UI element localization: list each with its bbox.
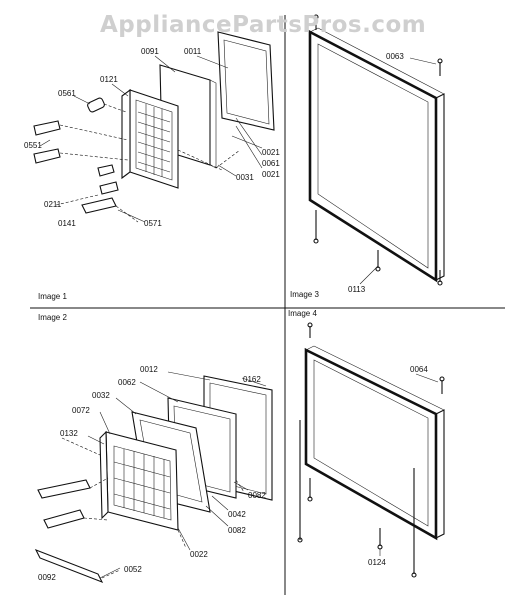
image1-labels: 0091 0011 0121 0561 0551 0211 0141 0571 … (24, 47, 280, 301)
label-p1-10: 0061 (262, 159, 280, 168)
label-p1-4: 0551 (24, 141, 42, 150)
rods-and-screws-0064 (297, 322, 445, 578)
image3-drawing (308, 14, 445, 286)
label-p1-5: 0211 (44, 200, 62, 209)
leaders-1 (39, 55, 263, 223)
frame-0113-edge (435, 93, 445, 281)
label-p2-11: 0052 (124, 565, 142, 574)
assembly-guides-2 (61, 437, 245, 579)
label-p1-8: 0031 (236, 173, 254, 182)
label-p3-0: 0063 (386, 52, 404, 61)
rail-0092 (34, 548, 104, 584)
frame-0113-inner (317, 43, 429, 269)
label-p1-0: 0091 (141, 47, 159, 56)
panel-title-image1: Image 1 (38, 292, 67, 301)
label-p2-6: 0082 (248, 491, 266, 500)
label-p2-7: 0042 (228, 510, 246, 519)
image1-drawing (33, 31, 275, 223)
screws-0063 (313, 14, 443, 286)
assembly-guides-1 (55, 103, 241, 223)
frame-0124-inner (313, 359, 429, 527)
door-0121-panel (135, 99, 173, 181)
leaders-2 (87, 371, 267, 579)
image2-labels: 0012 0162 0062 0032 0072 0132 0082 0042 … (38, 313, 266, 582)
image4-labels: 0064 0124 Image 4 (288, 309, 428, 567)
label-p2-3: 0032 (92, 391, 110, 400)
label-p1-6: 0141 (58, 219, 76, 228)
label-p2-9: 0022 (190, 550, 208, 559)
part-0141 (81, 197, 117, 214)
door-0072-shelves (113, 445, 172, 521)
label-p2-4: 0072 (72, 406, 90, 415)
label-p2-5: 0132 (60, 429, 78, 438)
part-0551-b (33, 148, 61, 164)
label-p1-3: 0561 (58, 89, 76, 98)
liner-panel-0091-edge (209, 79, 217, 169)
label-p2-8: 0082 (228, 526, 246, 535)
part-0561 (87, 97, 105, 113)
panel-title-image3: Image 3 (290, 290, 319, 299)
label-p2-2: 0062 (118, 378, 136, 387)
clip-a (97, 164, 115, 177)
label-p1-1: 0011 (184, 47, 202, 56)
bracket-a (43, 509, 85, 529)
label-p3-1: 0113 (348, 285, 366, 294)
panel-title-image4: Image 4 (288, 309, 317, 318)
door-shelf-grid (137, 104, 171, 177)
label-p1-11: 0021 (262, 170, 280, 179)
label-p4-1: 0124 (368, 558, 386, 567)
frame-0124-edge (435, 409, 445, 539)
door-0121-side (121, 88, 131, 180)
label-p1-2: 0121 (100, 75, 118, 84)
frame-0113 (308, 29, 438, 283)
panel-title-image2: Image 2 (38, 313, 67, 322)
label-p1-9: 0021 (262, 148, 280, 157)
gasket-frame-0011 (217, 31, 275, 131)
label-p2-1: 0162 (243, 375, 261, 384)
clip-b (99, 181, 119, 195)
label-p4-0: 0064 (410, 365, 428, 374)
frame-0124 (304, 347, 438, 541)
watermark: AppliancePartsPros.com (100, 12, 427, 38)
gasket-frame-0011-inner (223, 39, 270, 125)
image4-drawing (297, 322, 445, 578)
shelf-0132 (37, 479, 91, 499)
leaders-3 (359, 57, 437, 285)
label-p2-10: 0092 (38, 573, 56, 582)
image3-labels: 0063 0113 Image 3 (290, 52, 404, 299)
part-0551-a (33, 120, 61, 136)
leaders-4 (379, 373, 439, 556)
label-p2-0: 0012 (140, 365, 158, 374)
image2-drawing (34, 371, 273, 584)
label-p1-7: 0571 (144, 219, 162, 228)
door-0072-side (99, 430, 109, 520)
